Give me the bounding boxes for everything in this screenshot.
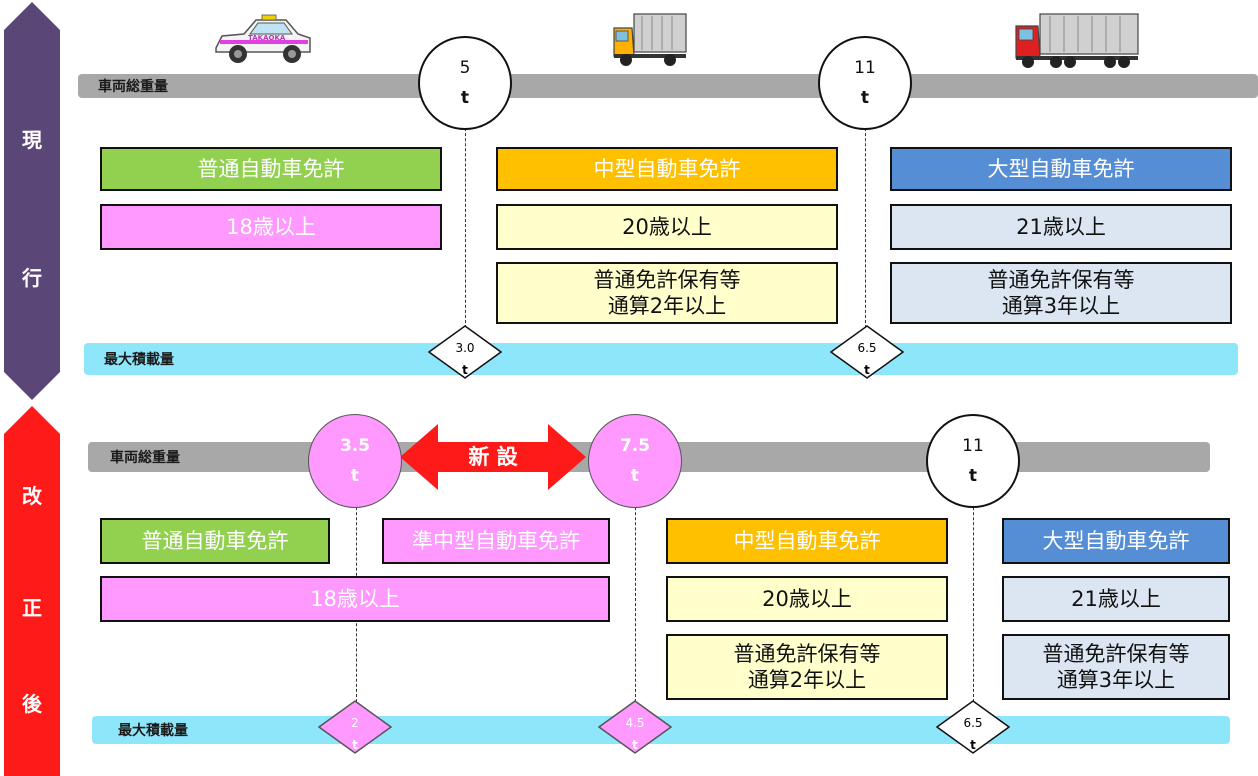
current-ogata-age: 21歳以上 [890,204,1232,250]
revised-load-2t-value: 2 [351,716,359,730]
current-side-char-1: 現 [22,128,42,152]
revised-load-2t-unit: t [352,738,358,752]
revised-7-5t-value: 7.5 [619,436,651,456]
revised-load-2t-marker: 2 t [318,700,392,754]
revised-ogata-experience-line2: 通算3年以上 [1056,668,1176,692]
current-max-load-label: 最大積載量 [104,352,174,368]
revised-load-4-5t-unit: t [632,738,638,752]
current-side-label: 現 行 [0,0,70,402]
current-11t-unit: t [860,88,870,108]
revised-side-char-1: 改 [22,484,42,508]
current-load-6-5t-unit: t [864,363,870,377]
revised-7-5t-threshold: 7.5 t [588,414,682,508]
revised-shared-age: 18歳以上 [100,576,610,622]
current-load-3t-unit: t [462,363,468,377]
truck-icon [612,12,688,68]
current-chugata-experience: 普通免許保有等 通算2年以上 [496,262,838,324]
car-taxi-text: TAKAOKA [248,34,286,42]
revised-11t-divider [973,492,974,702]
new-category-label: 新 設 [468,445,518,469]
revised-load-4-5t-marker: 4.5 t [598,700,672,754]
current-chugata-experience-line2: 通算2年以上 [607,294,727,318]
current-load-6-5t-marker: 6.5 t [830,325,904,379]
current-5t-value: 5 [459,58,471,78]
revised-load-4-5t-value: 4.5 [625,716,645,730]
current-chugata-license: 中型自動車免許 [496,147,838,191]
current-load-3t-value: 3.0 [455,341,475,355]
new-category-arrow: 新 設 [398,422,588,492]
revised-load-6-5t-value: 6.5 [963,716,983,730]
revised-3-5t-threshold: 3.5 t [308,414,402,508]
revised-chugata-experience-line2: 通算2年以上 [747,668,867,692]
revised-junchugata-license: 準中型自動車免許 [382,518,610,564]
revised-chugata-license: 中型自動車免許 [666,518,948,564]
current-side-arrow [4,2,60,400]
current-5t-unit: t [460,88,470,108]
revised-7-5t-divider [635,492,636,702]
revised-ogata-age: 21歳以上 [1002,576,1230,622]
current-load-3t-marker: 3.0 t [428,325,502,379]
current-ogata-experience-line2: 通算3年以上 [1001,294,1121,318]
revised-3-5t-value: 3.5 [339,436,371,456]
large-truck-icon [1014,12,1140,70]
revised-11t-unit: t [968,466,978,486]
current-gross-weight-label: 車両総重量 [98,79,168,95]
revised-load-6-5t-marker: 6.5 t [936,700,1010,754]
current-chugata-experience-line1: 普通免許保有等 [593,268,741,292]
current-11t-divider [865,118,866,328]
revised-chugata-experience-line1: 普通免許保有等 [733,642,881,666]
current-futsu-age: 18歳以上 [100,204,442,250]
current-ogata-experience-line1: 普通免許保有等 [987,268,1135,292]
current-11t-threshold: 11 t [818,36,912,130]
current-ogata-license: 大型自動車免許 [890,147,1232,191]
revised-max-load-label: 最大積載量 [118,723,188,739]
revised-ogata-license: 大型自動車免許 [1002,518,1230,564]
revised-side-arrow [4,406,60,776]
current-chugata-age: 20歳以上 [496,204,838,250]
current-ogata-experience: 普通免許保有等 通算3年以上 [890,262,1232,324]
current-load-6-5t-value: 6.5 [857,341,877,355]
revised-side-char-3: 後 [22,692,42,716]
revised-7-5t-unit: t [630,466,640,486]
current-futsu-license: 普通自動車免許 [100,147,442,191]
revised-11t-value: 11 [962,436,984,456]
revised-ogata-experience-line1: 普通免許保有等 [1042,642,1190,666]
revised-chugata-age: 20歳以上 [666,576,948,622]
current-max-load-bar [84,343,1238,375]
revised-ogata-experience: 普通免許保有等 通算3年以上 [1002,634,1230,700]
current-5t-divider [465,118,466,328]
revised-11t-threshold: 11 t [926,414,1020,508]
current-11t-value: 11 [854,58,876,78]
current-side-char-2: 行 [22,266,42,290]
revised-side-label: 改 正 後 [0,404,70,776]
current-gross-weight-bar [78,74,1258,98]
revised-chugata-experience: 普通免許保有等 通算2年以上 [666,634,948,700]
revised-gross-weight-label: 車両総重量 [110,450,180,466]
car-icon: TAKAOKA [212,14,314,66]
revised-load-6-5t-unit: t [970,738,976,752]
revised-side-char-2: 正 [22,596,42,620]
current-5t-threshold: 5 t [418,36,512,130]
revised-3-5t-unit: t [350,466,360,486]
revised-futsu-license: 普通自動車免許 [100,518,330,564]
